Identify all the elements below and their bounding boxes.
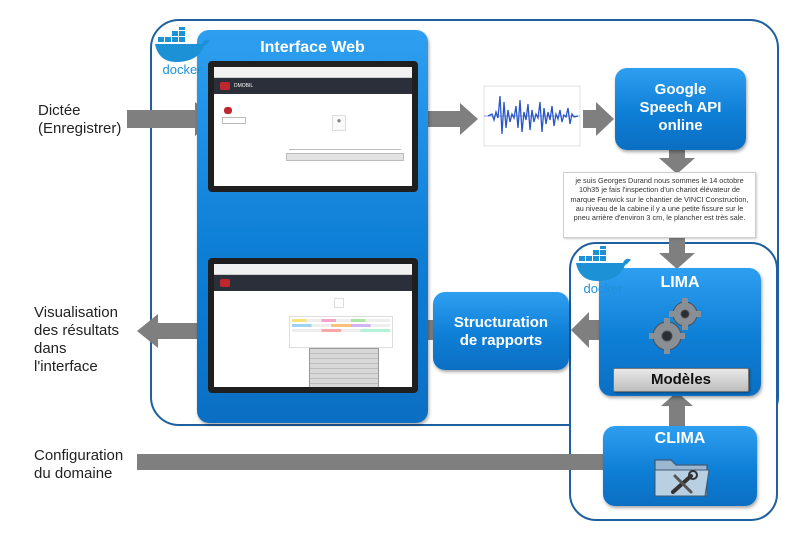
transcript-text: je suis Georges Durand nous sommes le 14… xyxy=(563,172,756,238)
gears-icon xyxy=(649,298,701,354)
browser-screenshot-results xyxy=(208,258,418,393)
microphone-icon: ● xyxy=(332,115,346,131)
svg-text:docker: docker xyxy=(583,281,623,296)
arrow-web-to-audio xyxy=(426,103,478,135)
docker-icon: docker xyxy=(576,246,631,296)
arrow-google-to-text xyxy=(659,150,695,174)
arrow-dictee xyxy=(127,102,215,136)
lima-title: LIMA xyxy=(660,274,700,291)
browser-screenshot-dictation: DMOBIL ● xyxy=(208,61,418,192)
svg-text:.: . xyxy=(478,101,479,105)
arrow-visualisation xyxy=(137,314,210,348)
folder-tools-icon xyxy=(654,459,710,497)
outer-frame xyxy=(150,19,779,426)
svg-text:.: . xyxy=(478,89,479,93)
docker-icon: docker xyxy=(155,27,210,77)
arrow-clima-to-modeles xyxy=(661,392,693,426)
label-dictee: Dictée(Enregistrer) xyxy=(38,102,122,137)
svg-text:.: . xyxy=(478,125,479,129)
modeles-button: Modèles xyxy=(613,368,749,392)
arrow-audio-to-google xyxy=(583,102,614,136)
interface-web-title: Interface Web xyxy=(260,39,365,56)
svg-text:.: . xyxy=(478,113,479,117)
arrow-configuration xyxy=(137,445,630,479)
clima-title: CLIMA xyxy=(654,430,706,447)
svg-text:docker: docker xyxy=(162,62,202,77)
svg-text:.: . xyxy=(478,137,479,141)
clima-box: CLIMA xyxy=(603,426,757,506)
lima-box: LIMA Modèles xyxy=(599,268,761,396)
arrow-text-to-lima xyxy=(659,238,695,269)
audio-waveform: ..... xyxy=(478,85,581,147)
